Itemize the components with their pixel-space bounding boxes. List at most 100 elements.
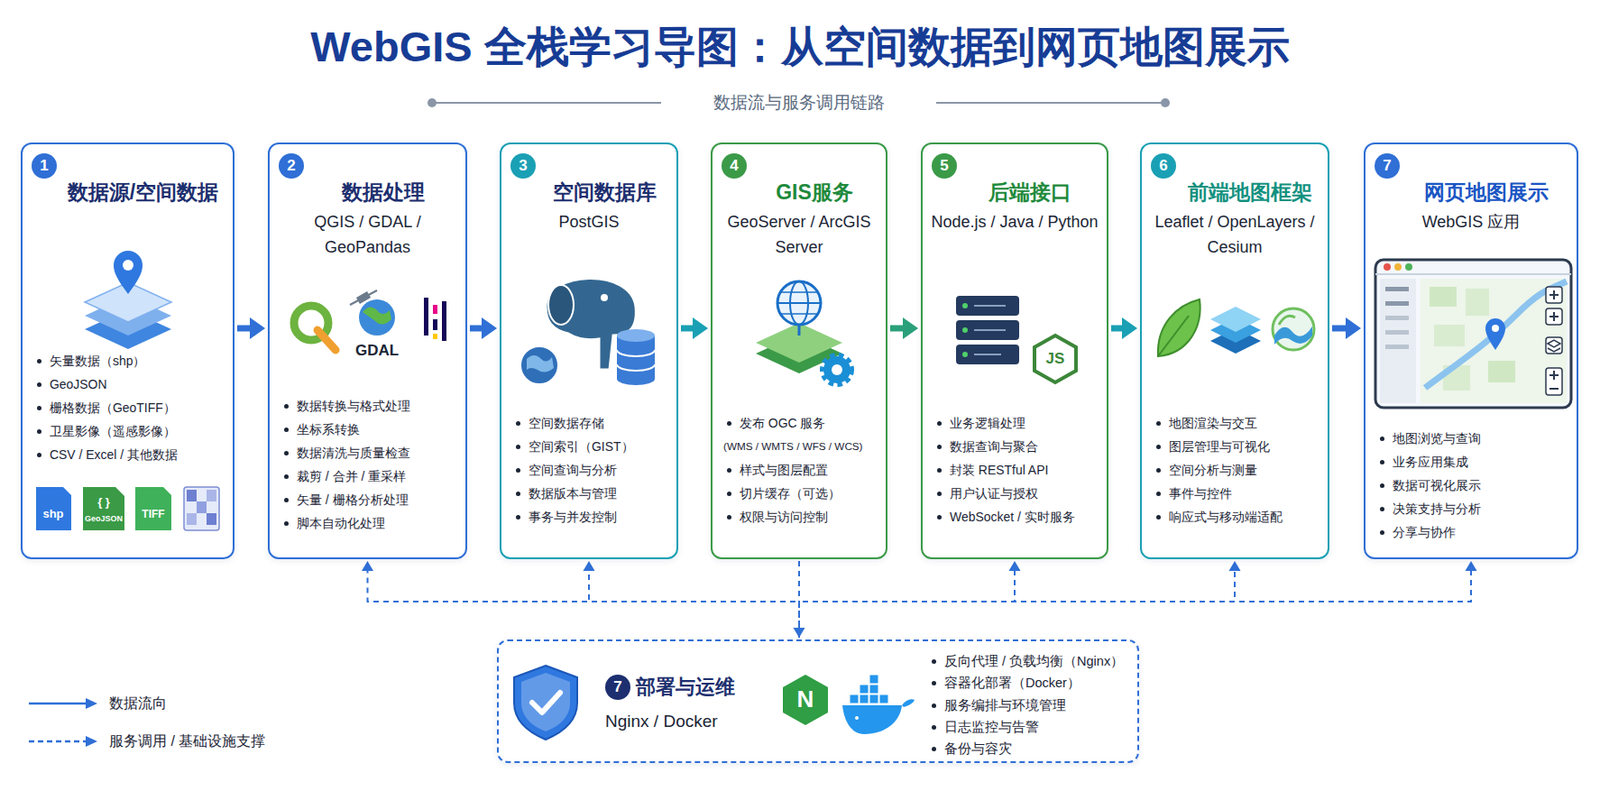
- frontend-icons-part: [1274, 326, 1313, 345]
- qgis-logo-part: [317, 330, 336, 350]
- browser-map-icon-part: [1420, 278, 1567, 404]
- bullet-item: 封装 RESTful API: [935, 459, 1105, 480]
- bullet-item: 空间数据存储: [514, 413, 675, 433]
- bullet-item: 数据清洗与质量检查: [282, 442, 464, 463]
- server-icon-part: [956, 295, 1020, 316]
- deploy-icons-part-part: [879, 694, 889, 704]
- browser-map-icon-part: [1394, 263, 1402, 271]
- bullet-item: 事件与控件: [1154, 483, 1326, 504]
- server-icon-part: [974, 353, 1002, 356]
- box-heading: 空间数据库: [537, 178, 672, 206]
- data-flow-arrow: [890, 317, 919, 340]
- file-type-label: TIFF: [9, 507, 298, 521]
- service-link: [583, 560, 800, 638]
- browser-map-icon-part-part: [1553, 312, 1555, 322]
- postgis-icon-part: [548, 285, 574, 325]
- gdal-globe-part: [362, 306, 392, 324]
- server-icon-part: [956, 320, 1020, 341]
- tech-stack: Nginx / Docker: [605, 709, 718, 734]
- frontend-icons-part: [1272, 308, 1315, 350]
- stage-box: 2数据处理QGIS / GDAL / GeoPandas数据转换与格式处理坐标系…: [267, 142, 468, 560]
- data-flow-arrow: [237, 317, 266, 340]
- box-heading: 后端接口: [958, 178, 1102, 206]
- connector-line: [798, 560, 800, 630]
- layers-pin-icon-part: [113, 250, 143, 295]
- bullet-item: 栅格数据（GeoTIFF）: [35, 397, 231, 418]
- bullet-item: 卫星影像（遥感影像）: [35, 421, 231, 442]
- gis-service-icon-part: [781, 291, 818, 294]
- browser-map-icon: [1375, 259, 1572, 408]
- browser-map-icon-part: [1434, 324, 1465, 347]
- gis-service-icon-part: [823, 356, 851, 384]
- deploy-icons-part-part: [869, 684, 879, 694]
- browser-map-icon-part: [1429, 286, 1457, 307]
- stage-box: 6前端地图框架Leaflet / OpenLayers / Cesium地图渲染…: [1140, 142, 1330, 560]
- bullet-item: 数据版本与管理: [514, 483, 675, 504]
- geopandas-logo-part: [423, 297, 429, 336]
- bullet-item: 脚本自动化处理: [282, 513, 464, 534]
- tech-stack: Leaflet / OpenLayers / Cesium: [1149, 209, 1321, 260]
- box-heading: 前端地图框架: [1177, 178, 1323, 206]
- stage-box: 3空间数据库PostGIS空间数据存储空间索引（GIST）空间查询与分析数据版本…: [499, 142, 679, 560]
- postgis-icon-part: [616, 329, 655, 342]
- legend-samples-part: [28, 702, 87, 706]
- deploy-icons-part-part: [849, 694, 859, 704]
- arrow-head: [583, 560, 596, 571]
- bullet-item: 数据转换与格式处理: [282, 395, 464, 416]
- subtitle: 数据流与服务调用链路: [706, 92, 892, 114]
- bullet-item: 空间索引（GIST）: [514, 436, 675, 457]
- bullet-item: 事务与并发控制: [514, 506, 675, 527]
- server-icon: [956, 295, 1076, 383]
- bullet-item: WebSocket / 实时服务: [935, 506, 1105, 527]
- box-heading: 数据源/空间数据: [58, 178, 228, 206]
- file-icons-part: [196, 501, 207, 514]
- browser-map-icon-part: [1385, 330, 1409, 335]
- bullet-item: 响应式与移动端适配: [1154, 506, 1326, 527]
- diagram-title: WebGIS 全栈学习导图：从空间数据到网页地图展示: [0, 21, 1600, 73]
- arrow-head: [361, 560, 374, 571]
- postgis-icon-part: [526, 355, 554, 373]
- bullet-item: 地图浏览与查询: [1378, 428, 1575, 449]
- service-link: [799, 560, 1021, 638]
- bullet-item: 空间查询与分析: [514, 459, 675, 480]
- data-flow-arrow: [680, 317, 709, 340]
- bullet-item: 地图渲染与交互: [1154, 413, 1326, 433]
- data-flow-arrow: [1332, 317, 1361, 340]
- file-icons-part: [186, 489, 197, 502]
- subtitle-rule-part: [936, 101, 1166, 104]
- deploy-icons-part: [514, 665, 578, 740]
- layers-pin-icon: [84, 250, 172, 350]
- gis-service-icon: [755, 281, 851, 384]
- callout-number: 7: [1374, 153, 1400, 179]
- browser-map-icon-part: [1379, 278, 1417, 404]
- gdal-globe-part: [358, 299, 396, 336]
- bullet-item: 发布 OGC 服务: [725, 413, 884, 433]
- arrow-head: [1465, 560, 1478, 571]
- gis-service-icon-part: [755, 322, 843, 363]
- browser-map-icon-part-part: [1545, 308, 1563, 325]
- deploy-icons-part: [849, 674, 889, 704]
- connector-line: [367, 569, 800, 638]
- file-icons-part: [183, 487, 220, 531]
- file-type-label: { }: [0, 495, 249, 510]
- deploy-icons-part-part: [869, 674, 879, 684]
- connector-line: [799, 569, 1472, 638]
- frontend-icons: [1158, 299, 1315, 357]
- geopandas-logo: [423, 297, 447, 341]
- subtitle-rule-part: [1160, 98, 1170, 108]
- frontend-icons-part: [1210, 306, 1261, 332]
- bullet-item: 切片缓存（可选）: [725, 483, 884, 504]
- bullet-item: 样式与图层配置: [725, 459, 884, 480]
- gis-service-icon-part: [831, 364, 843, 376]
- stage-box: 5后端接口Node.js / Java / Python业务逻辑处理数据查询与聚…: [920, 142, 1109, 560]
- service-link: [361, 560, 800, 638]
- file-icons-part: [186, 513, 197, 525]
- postgis-icon-part: [616, 372, 655, 386]
- browser-map-icon-part-part: [1545, 286, 1563, 304]
- service-link: [799, 560, 1478, 638]
- browser-map-icon-part: [1385, 344, 1409, 350]
- legend-text: 数据流向: [109, 693, 167, 714]
- browser-map-icon-part: [1405, 263, 1413, 271]
- gis-service-icon-part: [777, 281, 821, 325]
